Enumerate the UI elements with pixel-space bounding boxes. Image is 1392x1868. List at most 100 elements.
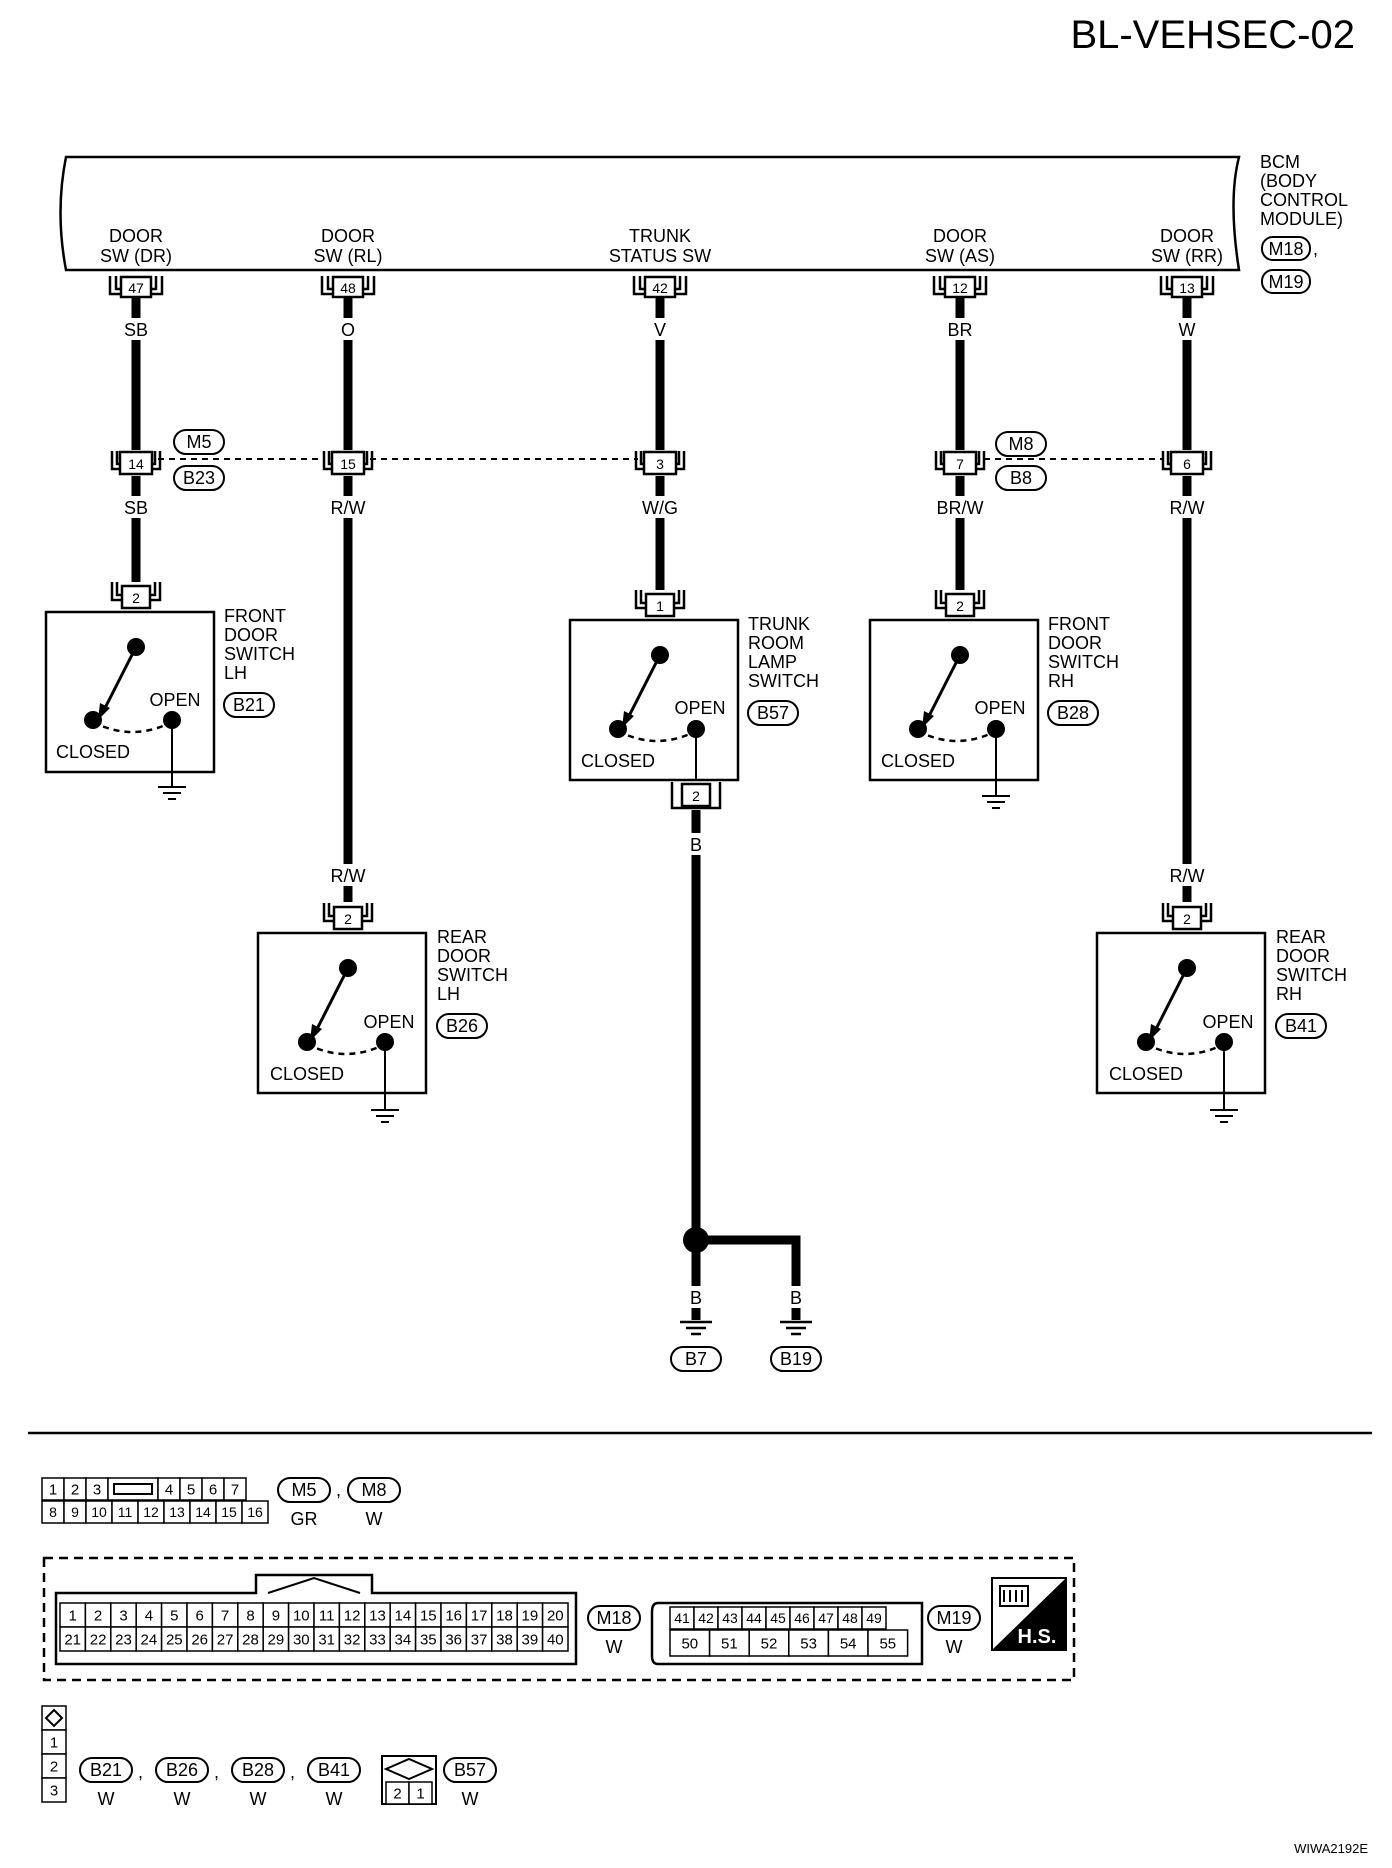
bcm-pin: 42 xyxy=(652,280,668,296)
connector-pin: 15 xyxy=(420,1607,437,1624)
switch-closed-label: CLOSED xyxy=(270,1064,344,1084)
connector-pin: 13 xyxy=(369,1607,386,1624)
connector-pin: 1 xyxy=(416,1785,424,1802)
connector-pin: 48 xyxy=(842,1610,858,1626)
switch-label: DOOR xyxy=(437,946,491,966)
connector-color: W xyxy=(174,1789,191,1809)
switch-pin: 1 xyxy=(656,598,664,614)
connector-pin: 49 xyxy=(866,1610,882,1626)
connector-pin: 18 xyxy=(496,1607,513,1624)
separator: , xyxy=(336,1480,341,1500)
terminal-label: STATUS SW xyxy=(609,246,711,266)
terminal-label: SW (DR) xyxy=(100,246,172,266)
connector-color: W xyxy=(462,1789,479,1809)
connector-pin: 8 xyxy=(49,1504,57,1520)
wire-color: SB xyxy=(124,498,148,518)
connector-tag-b8: B8 xyxy=(1010,468,1032,488)
connector-tag-b41: B41 xyxy=(1285,1016,1317,1036)
switch-pin: 2 xyxy=(956,598,964,614)
connector-tag-m8: M8 xyxy=(361,1480,386,1500)
terminal-label: SW (RL) xyxy=(314,246,383,266)
connector-pin: 7 xyxy=(231,1481,239,1498)
hs-badge: H.S. xyxy=(991,1577,1067,1651)
connector-pin: 1 xyxy=(49,1481,57,1498)
ground-tag-b19: B19 xyxy=(780,1349,812,1369)
joint-pin: 14 xyxy=(128,456,144,472)
bcm-pin: 12 xyxy=(952,280,968,296)
connector-pin: 12 xyxy=(344,1607,361,1624)
connector-pin: 51 xyxy=(721,1635,738,1652)
connector-pin: 8 xyxy=(246,1607,254,1624)
connector-pin: 3 xyxy=(119,1607,127,1624)
connector-color: W xyxy=(606,1637,623,1657)
connector-pin: 11 xyxy=(118,1504,133,1520)
connector-pin: 2 xyxy=(94,1607,102,1624)
connector-pin: 55 xyxy=(879,1635,896,1652)
connector-pin: 15 xyxy=(221,1504,237,1520)
switch-front-door-rh: 2 OPEN CLOSED FRONT DOOR SWITCH RH B28 xyxy=(868,590,1119,809)
connector-pin: 45 xyxy=(770,1610,786,1626)
bcm-label-line: (BODY xyxy=(1260,171,1317,191)
joint-connectors: 14 15 3 7 6 M5 B23 M8 B8 xyxy=(110,429,1213,491)
wire-colors-upper: SB O V BR W xyxy=(120,318,1203,340)
connector-pin: 3 xyxy=(93,1481,101,1498)
wire-color: W/G xyxy=(642,498,678,518)
connector-tag-m8: M8 xyxy=(1008,434,1033,454)
wire-color: BR/W xyxy=(937,498,984,518)
connector-pin: 16 xyxy=(445,1607,462,1624)
switch-open-label: OPEN xyxy=(974,698,1025,718)
connector-pin: 5 xyxy=(187,1481,195,1498)
connector-tag-b26: B26 xyxy=(166,1760,198,1780)
bcm-pin: 48 xyxy=(340,280,356,296)
connector-tag-m18: M18 xyxy=(1268,239,1303,259)
wire-color: R/W xyxy=(1170,498,1205,518)
connector-pin: 14 xyxy=(195,1504,211,1520)
diamond-key-icon xyxy=(383,1757,435,1781)
connector-pin: 37 xyxy=(471,1631,488,1648)
switch-label: DOOR xyxy=(224,625,278,645)
connector-pin: 36 xyxy=(445,1631,462,1648)
switch-pin: 2 xyxy=(344,911,352,927)
connector-pin: 16 xyxy=(247,1504,263,1520)
connector-pin: 21 xyxy=(64,1631,81,1648)
connector-pin: 40 xyxy=(547,1631,564,1648)
wire-colors-middle: SB R/W W/G BR/W R/W xyxy=(118,496,1209,518)
connector-pin: 52 xyxy=(761,1635,778,1652)
switch-label: SWITCH xyxy=(1276,965,1347,985)
connector-tag-m5: M5 xyxy=(291,1480,316,1500)
connector-pin: 46 xyxy=(794,1610,810,1626)
connector-pin: 26 xyxy=(191,1631,208,1648)
switch-label: SWITCH xyxy=(1048,652,1119,672)
connector-pin: 2 xyxy=(71,1481,79,1498)
switch-label: RH xyxy=(1048,671,1074,691)
connector-tag-b21: B21 xyxy=(233,695,265,715)
connector-pin: 53 xyxy=(800,1635,817,1652)
connector-tag-b41: B41 xyxy=(318,1760,350,1780)
switch-rear-door-lh: R/W 2 OPEN CLOSED REAR DOOR SWITCH LH B2… xyxy=(256,864,508,1123)
connector-color: W xyxy=(946,1637,963,1657)
connector-color: W xyxy=(98,1789,115,1809)
connector-pin: 27 xyxy=(217,1631,234,1648)
wire-color: W xyxy=(1179,320,1196,340)
switch-closed-label: CLOSED xyxy=(1109,1064,1183,1084)
connector-pin: 50 xyxy=(681,1635,698,1652)
ground-tag-b7: B7 xyxy=(685,1349,707,1369)
connector-pin: 34 xyxy=(395,1631,412,1648)
connector-pin: 7 xyxy=(221,1607,229,1624)
connector-pin: 4 xyxy=(165,1481,173,1498)
connector-pin: 22 xyxy=(90,1631,107,1648)
connector-pin: 47 xyxy=(818,1610,834,1626)
connector-pin: 9 xyxy=(71,1504,79,1520)
connector-pin: 54 xyxy=(840,1635,857,1652)
hs-badge-label: H.S. xyxy=(1018,1626,1057,1648)
switch-label: ROOM xyxy=(748,633,804,653)
connector-pin: 6 xyxy=(196,1607,204,1624)
switch-label: RH xyxy=(1276,984,1302,1004)
switch-label: REAR xyxy=(437,927,487,947)
wire-color: R/W xyxy=(331,866,366,886)
bcm-label-line: BCM xyxy=(1260,152,1300,172)
wire-color: B xyxy=(690,1288,702,1308)
